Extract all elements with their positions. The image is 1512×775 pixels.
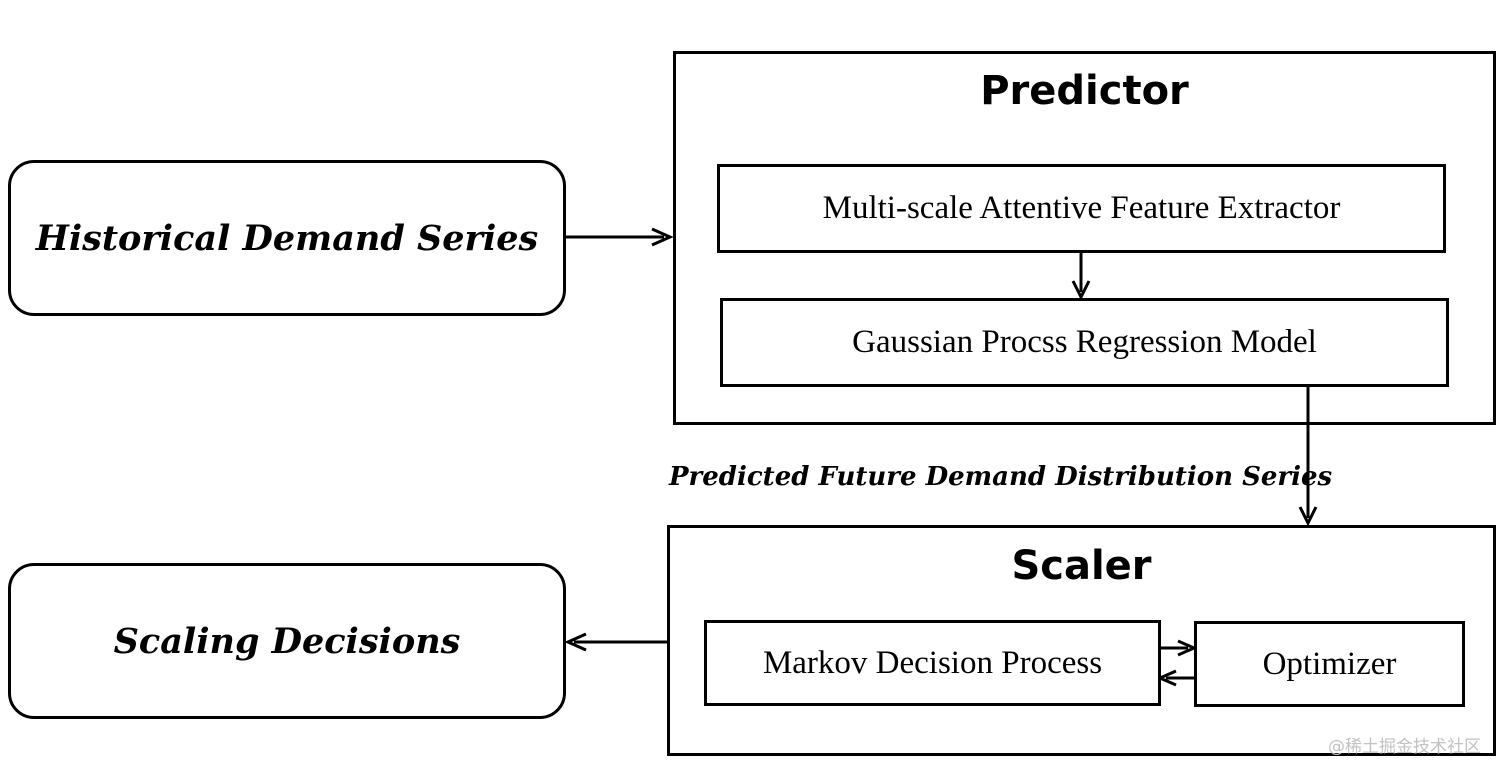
scaling-decisions-label: Scaling Decisions — [113, 620, 461, 662]
mdp-label: Markov Decision Process — [762, 644, 1103, 681]
arrow-scaler-to-decisions — [564, 632, 668, 652]
gpr-model-label: Gaussian Procss Regression Model — [852, 324, 1317, 360]
optimizer-label: Optimizer — [1262, 645, 1397, 682]
node-markov-decision-process: Markov Decision Process — [704, 620, 1161, 706]
historical-demand-series-label: Historical Demand Series — [35, 217, 539, 259]
scaler-panel: Scaler — [667, 525, 1496, 756]
predictor-panel: Predictor — [673, 51, 1496, 425]
watermark-text: @稀土掘金技术社区 — [1328, 737, 1481, 757]
node-feature-extractor: Multi-scale Attentive Feature Extractor — [717, 164, 1446, 253]
feature-extractor-label: Multi-scale Attentive Feature Extractor — [822, 190, 1341, 226]
node-gpr-model: Gaussian Procss Regression Model — [720, 298, 1449, 387]
node-historical-demand-series: Historical Demand Series — [8, 160, 566, 316]
node-scaling-decisions: Scaling Decisions — [8, 563, 566, 719]
scaler-title: Scaler — [1011, 543, 1152, 589]
arrow-history-to-predictor — [566, 227, 674, 247]
predicted-distribution-label: Predicted Future Demand Distribution Ser… — [669, 462, 1333, 492]
node-optimizer: Optimizer — [1194, 621, 1465, 707]
predictor-title: Predictor — [980, 68, 1189, 114]
